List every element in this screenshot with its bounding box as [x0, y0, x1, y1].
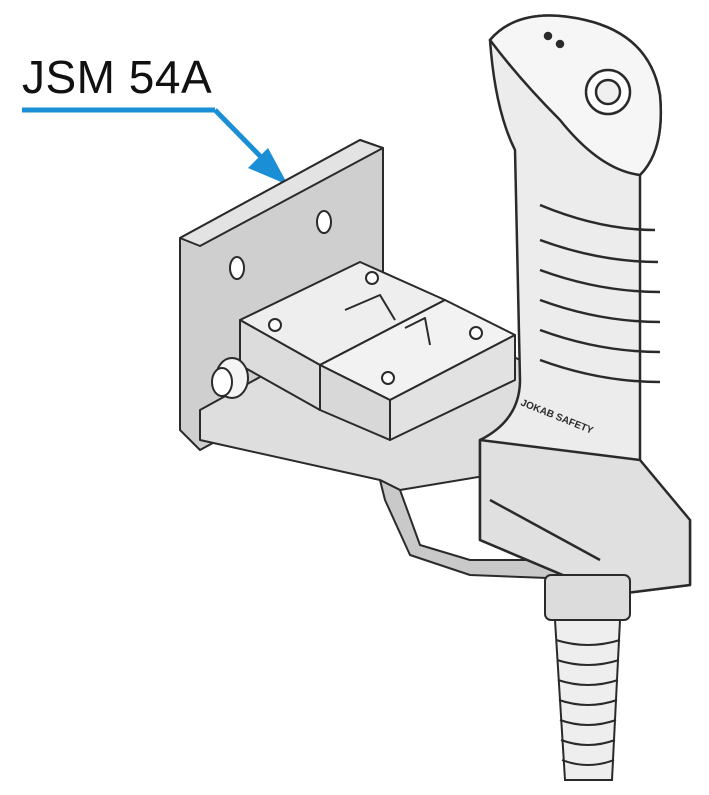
- cable: [544, 574, 631, 781]
- mounting-hole: [229, 256, 245, 280]
- arrow-head-icon: [248, 148, 288, 185]
- mounting-hole: [316, 210, 332, 234]
- callout-leader: [22, 107, 288, 185]
- sensor-block: [211, 261, 516, 441]
- product-label: JSM 54A: [22, 51, 213, 103]
- handle-device: JOKAB SAFETY: [478, 14, 692, 597]
